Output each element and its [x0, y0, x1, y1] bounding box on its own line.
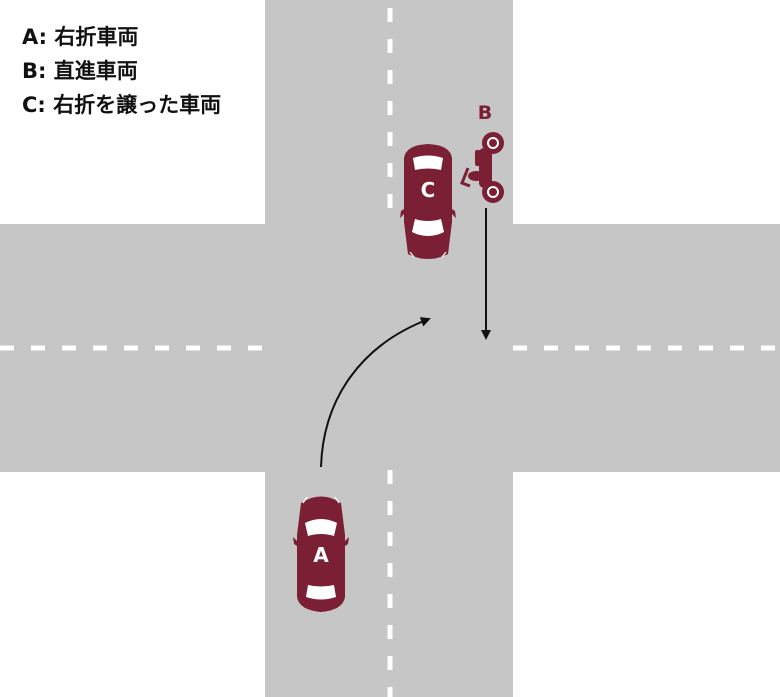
legend-item-b: B: 直進車両	[22, 59, 138, 83]
vehicle-a-car: A	[293, 496, 349, 612]
vehicle-c-label: C	[421, 178, 436, 202]
legend: A: 右折車両 B: 直進車両 C: 右折を譲った車両	[22, 20, 221, 122]
vehicle-b-label: B	[478, 102, 492, 124]
legend-item-a: A: 右折車両	[22, 25, 139, 49]
vehicle-a-label: A	[313, 543, 329, 567]
vehicle-b-motorcycle: B	[460, 102, 504, 203]
vehicle-c-car: C	[400, 144, 456, 259]
horizontal-road	[0, 224, 780, 472]
right-turn-arrow	[320, 317, 431, 468]
legend-item-c: C: 右折を譲った車両	[22, 93, 222, 117]
